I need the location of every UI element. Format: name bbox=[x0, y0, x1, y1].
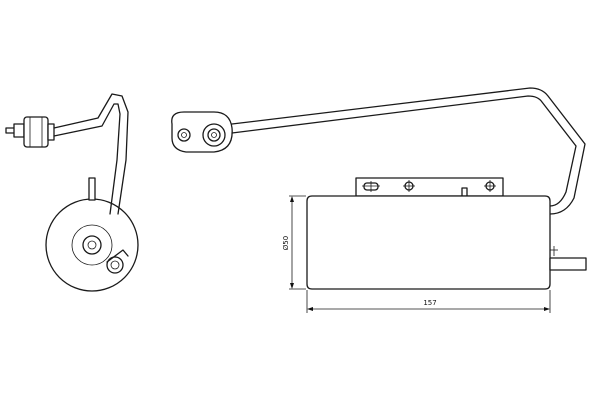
length-label: 157 bbox=[423, 299, 436, 307]
upper-pipe-assembly bbox=[171, 87, 586, 215]
dimension-length: 157 bbox=[306, 290, 551, 313]
end-view-drier bbox=[45, 177, 139, 292]
dimension-diameter: Ø50 bbox=[282, 195, 306, 290]
side-view-drier bbox=[306, 177, 587, 290]
diameter-label: Ø50 bbox=[282, 236, 290, 250]
left-pipe-assembly bbox=[5, 93, 129, 215]
